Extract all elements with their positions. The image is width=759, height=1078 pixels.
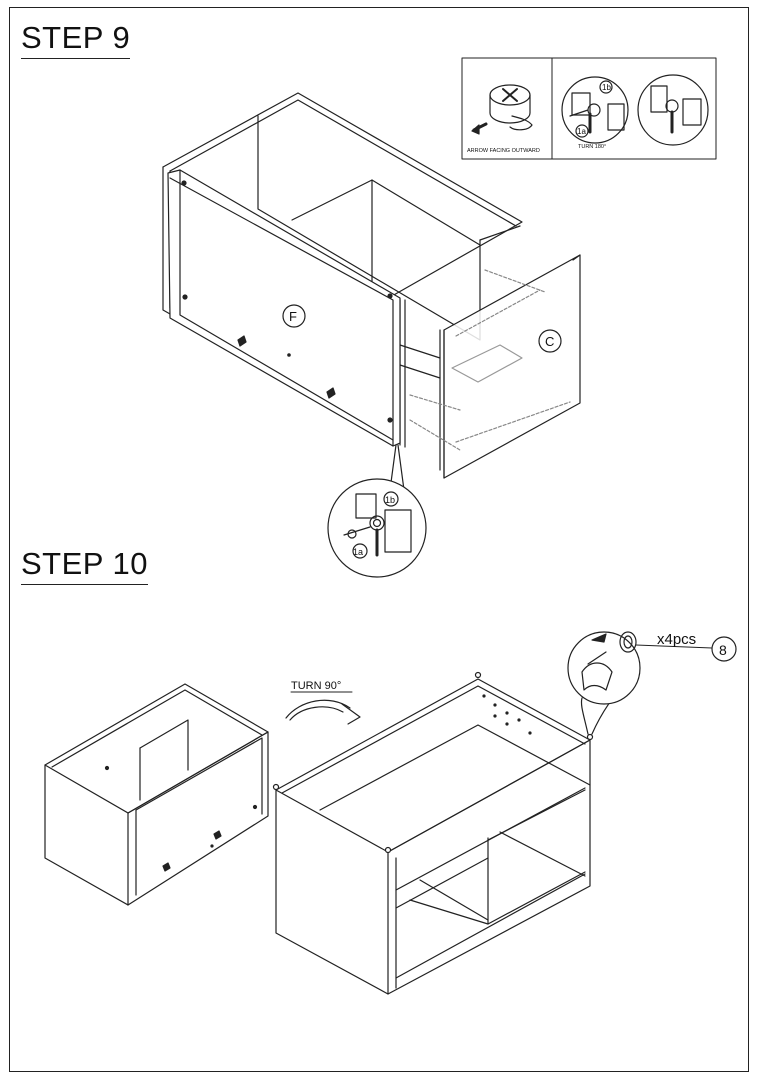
cabinet-after-turn [272,671,594,995]
inset-caption-turn: TURN 180° [578,144,606,150]
panel-c [409,225,581,479]
arrow-outward-icon [471,122,488,135]
panel-f [167,169,401,447]
step-10-title: STEP 10 [21,546,149,585]
cam-assembly-turned-icon [650,85,702,134]
cap-cover-icon [619,631,713,653]
cabinet-before-turn [44,683,269,906]
part-f-marker [282,304,306,328]
part-c-label: C [545,334,554,349]
quantity-label: x4pcs [657,631,696,648]
part-c-marker [538,329,562,353]
inset-callout-1a: 1a [577,127,586,136]
step-9-title: STEP 9 [21,20,131,59]
turn-90-arrow-icon [281,695,361,725]
detail-callout-1b: 1b [385,495,395,505]
page-frame [9,7,749,1072]
cam-assembly-icon [569,80,625,138]
detail-callout-1a: 1a [353,547,363,557]
cam-detail-circle-left [561,76,629,144]
part-number-marker [711,636,737,662]
part-f-label: F [289,309,297,324]
part-number-label: 8 [719,642,727,658]
cap-detail-callout [567,631,641,735]
turn-90-label: TURN 90° [291,680,341,692]
cam-lock-detail-circle [327,444,427,578]
inset-caption-arrow: ARROW FACING OUTWARD [467,148,540,154]
cam-lock-inset: ARROW FACING OUTWARD 1b 1a TURN 180° [461,57,717,160]
cam-lock-icon [489,84,533,131]
inset-callout-1b: 1b [602,83,611,92]
cam-detail-circle-right [637,74,709,146]
